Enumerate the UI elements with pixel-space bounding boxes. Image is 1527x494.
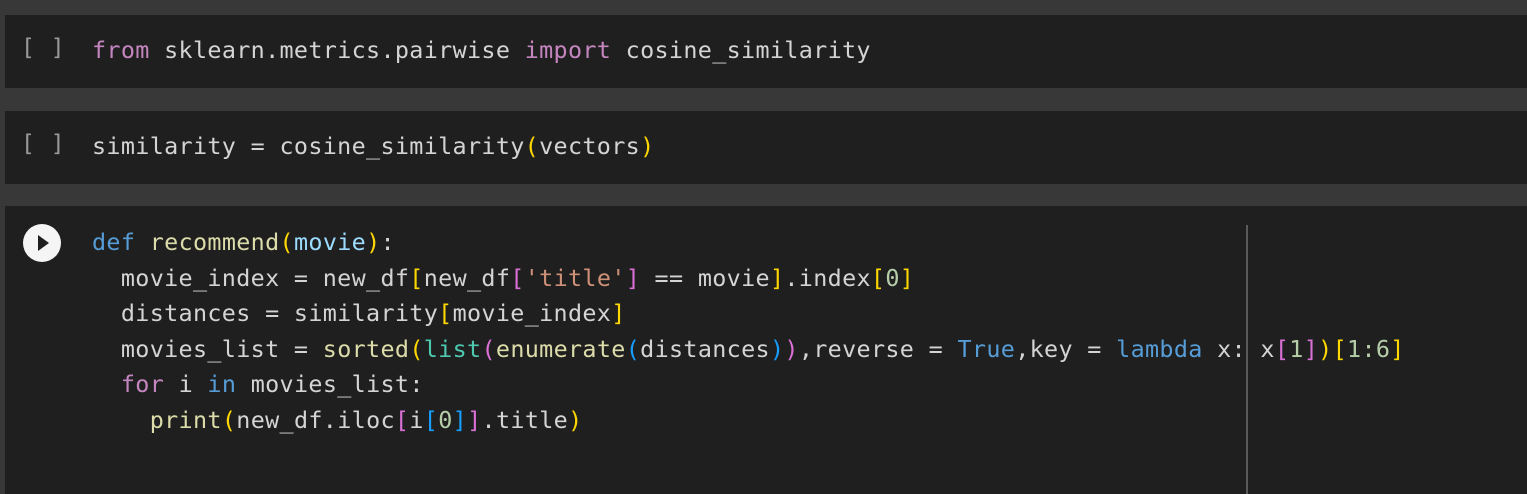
code-token: [ bbox=[870, 263, 886, 292]
code-token: ( bbox=[524, 132, 540, 160]
code-token: [ bbox=[423, 405, 439, 434]
code-token: i bbox=[409, 405, 424, 434]
code-token: distances bbox=[640, 334, 770, 363]
code-token: i bbox=[164, 370, 208, 398]
code-token: distances = similarity bbox=[92, 299, 439, 327]
code-token bbox=[92, 406, 150, 434]
code-token: ] bbox=[467, 405, 482, 434]
code-token: for bbox=[120, 370, 165, 398]
editor-ruler-line bbox=[1246, 225, 1248, 494]
code-line[interactable]: def recommend(movie): bbox=[92, 225, 1405, 261]
code-token: [ bbox=[394, 405, 410, 434]
code-token: vectors bbox=[539, 132, 641, 160]
code-token: recommend bbox=[149, 228, 280, 256]
run-cell-button[interactable] bbox=[23, 224, 61, 262]
code-line[interactable]: for i in movies_list: bbox=[92, 367, 1405, 403]
code-token: ,reverse = bbox=[798, 334, 958, 363]
code-token: similarity = cosine_similarity bbox=[92, 132, 525, 160]
code-token: print bbox=[149, 405, 222, 434]
code-line[interactable]: from sklearn.metrics.pairwise import cos… bbox=[92, 33, 871, 69]
code-token: [ bbox=[438, 299, 453, 327]
code-token bbox=[92, 370, 121, 398]
code-token: .title bbox=[481, 405, 569, 434]
code-token: in bbox=[207, 370, 237, 398]
code-token: ( bbox=[625, 334, 641, 363]
code-token: ] bbox=[769, 263, 785, 292]
code-editor[interactable]: from sklearn.metrics.pairwise import cos… bbox=[92, 33, 871, 69]
code-token: ) bbox=[784, 334, 799, 363]
code-token: ( bbox=[221, 405, 237, 434]
code-token: ) bbox=[640, 132, 655, 160]
code-token: movies_list: bbox=[236, 370, 424, 398]
code-token: True bbox=[957, 334, 1016, 363]
code-token: new_df bbox=[423, 263, 511, 292]
code-token: x: x bbox=[1202, 334, 1275, 363]
code-token: ( bbox=[481, 334, 496, 363]
code-token: 1:6 bbox=[1347, 334, 1391, 363]
code-token: ( bbox=[409, 334, 424, 363]
code-token: [ bbox=[510, 263, 525, 292]
code-token: from bbox=[92, 36, 150, 64]
code-line[interactable]: similarity = cosine_similarity(vectors) bbox=[92, 129, 655, 165]
code-cell-similarity[interactable]: [ ] similarity = cosine_similarity(vecto… bbox=[5, 111, 1527, 184]
code-token: ] bbox=[452, 405, 468, 434]
code-token: ] bbox=[1303, 334, 1319, 363]
code-token: ] bbox=[625, 263, 641, 292]
code-token: movie_index = new_df bbox=[92, 263, 410, 292]
code-token: import bbox=[524, 36, 612, 64]
code-token: movie_index bbox=[452, 299, 612, 327]
code-token: movie bbox=[293, 228, 367, 256]
play-icon bbox=[38, 235, 49, 251]
code-token: lambda bbox=[1116, 334, 1203, 363]
code-token: ) bbox=[769, 334, 785, 363]
code-token: def bbox=[92, 228, 136, 256]
code-token: 1 bbox=[1289, 334, 1304, 363]
code-token: ) bbox=[1318, 334, 1333, 363]
code-token: [ bbox=[409, 263, 424, 292]
code-token: movies_list = bbox=[92, 334, 323, 363]
code-token: ] bbox=[899, 263, 915, 292]
code-line[interactable]: distances = similarity[movie_index] bbox=[92, 296, 1405, 332]
code-token: ( bbox=[279, 228, 294, 256]
code-token: 'title' bbox=[524, 263, 626, 292]
code-token: ] bbox=[1390, 334, 1405, 363]
code-token: 0 bbox=[438, 405, 453, 434]
code-line[interactable]: print(new_df.iloc[i[0]].title) bbox=[92, 403, 1405, 439]
code-token: ,key = bbox=[1015, 334, 1117, 363]
code-token: ) bbox=[568, 405, 583, 434]
code-token: ) bbox=[366, 228, 381, 256]
code-token bbox=[135, 228, 149, 256]
code-editor[interactable]: similarity = cosine_similarity(vectors) bbox=[92, 129, 655, 165]
code-token: new_df.iloc bbox=[236, 405, 395, 434]
code-token: 0 bbox=[885, 263, 900, 292]
execution-count-indicator[interactable]: [ ] bbox=[21, 131, 66, 157]
code-token: sorted bbox=[322, 334, 410, 363]
code-cell-recommend[interactable]: def recommend(movie): movie_index = new_… bbox=[5, 206, 1527, 494]
code-token: [ bbox=[1332, 334, 1348, 363]
code-token: .index bbox=[784, 263, 871, 292]
code-line[interactable]: movies_list = sorted(list(enumerate(dist… bbox=[92, 332, 1405, 368]
code-token: sklearn.metrics.pairwise bbox=[149, 36, 525, 64]
execution-count-indicator[interactable]: [ ] bbox=[21, 35, 66, 61]
code-token: == movie bbox=[640, 263, 770, 292]
code-token: list bbox=[423, 334, 482, 363]
code-cell-import[interactable]: [ ] from sklearn.metrics.pairwise import… bbox=[5, 15, 1527, 88]
code-token: ] bbox=[611, 299, 626, 327]
code-editor[interactable]: def recommend(movie): movie_index = new_… bbox=[92, 225, 1405, 438]
code-token: [ bbox=[1274, 334, 1290, 363]
code-token: : bbox=[380, 228, 395, 256]
code-token: enumerate bbox=[495, 334, 626, 363]
code-token: cosine_similarity bbox=[611, 36, 871, 64]
code-line[interactable]: movie_index = new_df[new_df['title'] == … bbox=[92, 261, 1405, 297]
